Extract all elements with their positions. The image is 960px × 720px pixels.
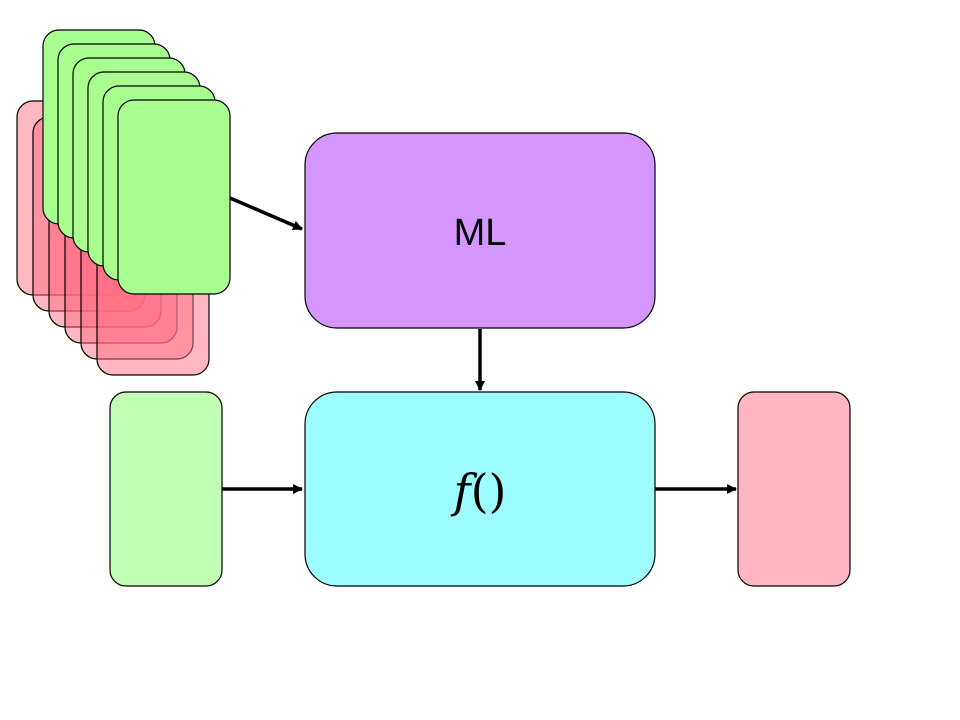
ml-box (304, 132, 656, 329)
ml-label: ML (454, 212, 507, 254)
function-parens: () (471, 464, 507, 518)
training-input-stack (42, 29, 231, 295)
function-label: f() (451, 464, 507, 518)
training-to-ml-arrow (229, 196, 303, 231)
output-card (737, 391, 851, 587)
training-input-card (117, 99, 231, 295)
input-card (109, 391, 223, 587)
